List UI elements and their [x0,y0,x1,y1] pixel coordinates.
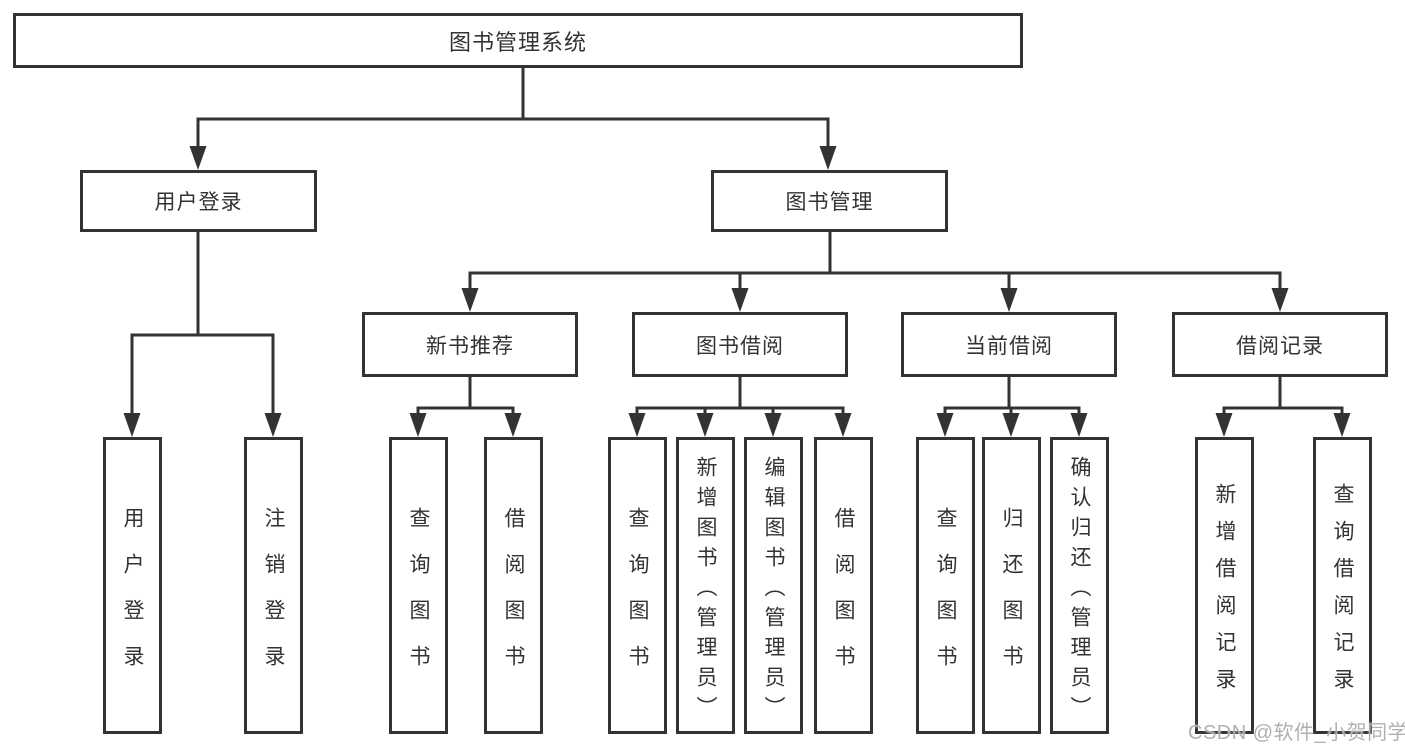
leaf-query-books-current-label: 查询图书 [934,506,957,691]
leaf-confirm-return-admin: 确认归还（管理员） [1050,437,1109,734]
leaf-borrow-books-recommend-label: 借阅图书 [502,506,525,691]
node-current-borrowing: 当前借阅 [901,312,1117,377]
leaf-user-login: 用户登录 [103,437,162,734]
node-new-book-recommendation: 新书推荐 [362,312,578,377]
leaf-query-books-borrowing-label: 查询图书 [626,506,649,691]
leaf-return-books: 归还图书 [982,437,1041,734]
node-user-login-label: 用户登录 [154,191,243,214]
node-current-borrowing-label: 当前借阅 [965,334,1053,358]
leaf-query-books-recommend: 查询图书 [389,437,448,734]
csdn-watermark: CSDN @软件_小贺同学 [1188,722,1405,744]
leaf-edit-books-admin-label: 编辑图书（管理员） [762,455,785,726]
leaf-add-books-admin: 新增图书（管理员） [676,437,735,734]
node-borrowing-records-label: 借阅记录 [1236,334,1324,358]
node-root: 图书管理系统 [13,13,1023,68]
leaf-edit-books-admin: 编辑图书（管理员） [744,437,803,734]
leaf-user-login-label: 用户登录 [121,506,144,691]
leaf-confirm-return-admin-label: 确认归还（管理员） [1068,455,1091,726]
leaf-query-borrow-record-label: 查询借阅记录 [1331,482,1354,705]
leaf-query-books-recommend-label: 查询图书 [407,506,430,691]
node-book-management: 图书管理 [711,170,948,232]
leaf-return-books-label: 归还图书 [1000,506,1023,691]
leaf-add-books-admin-label: 新增图书（管理员） [694,455,717,726]
leaf-borrow-books-borrowing: 借阅图书 [814,437,873,734]
leaf-add-borrow-record-label: 新增借阅记录 [1213,482,1236,705]
node-borrowing-records: 借阅记录 [1172,312,1388,377]
node-book-borrowing: 图书借阅 [632,312,848,377]
node-book-borrowing-label: 图书借阅 [696,334,784,358]
leaf-query-borrow-record: 查询借阅记录 [1313,437,1372,734]
node-new-book-recommendation-label: 新书推荐 [426,334,514,358]
leaf-query-books-borrowing: 查询图书 [608,437,667,734]
leaf-logout-label: 注销登录 [262,506,285,691]
leaf-query-books-current: 查询图书 [916,437,975,734]
leaf-logout: 注销登录 [244,437,303,734]
leaf-borrow-books-recommend: 借阅图书 [484,437,543,734]
leaf-borrow-books-borrowing-label: 借阅图书 [832,506,855,691]
node-user-login: 用户登录 [80,170,317,232]
node-book-management-label: 图书管理 [785,191,874,214]
node-root-label: 图书管理系统 [448,29,587,55]
leaf-add-borrow-record: 新增借阅记录 [1195,437,1254,734]
